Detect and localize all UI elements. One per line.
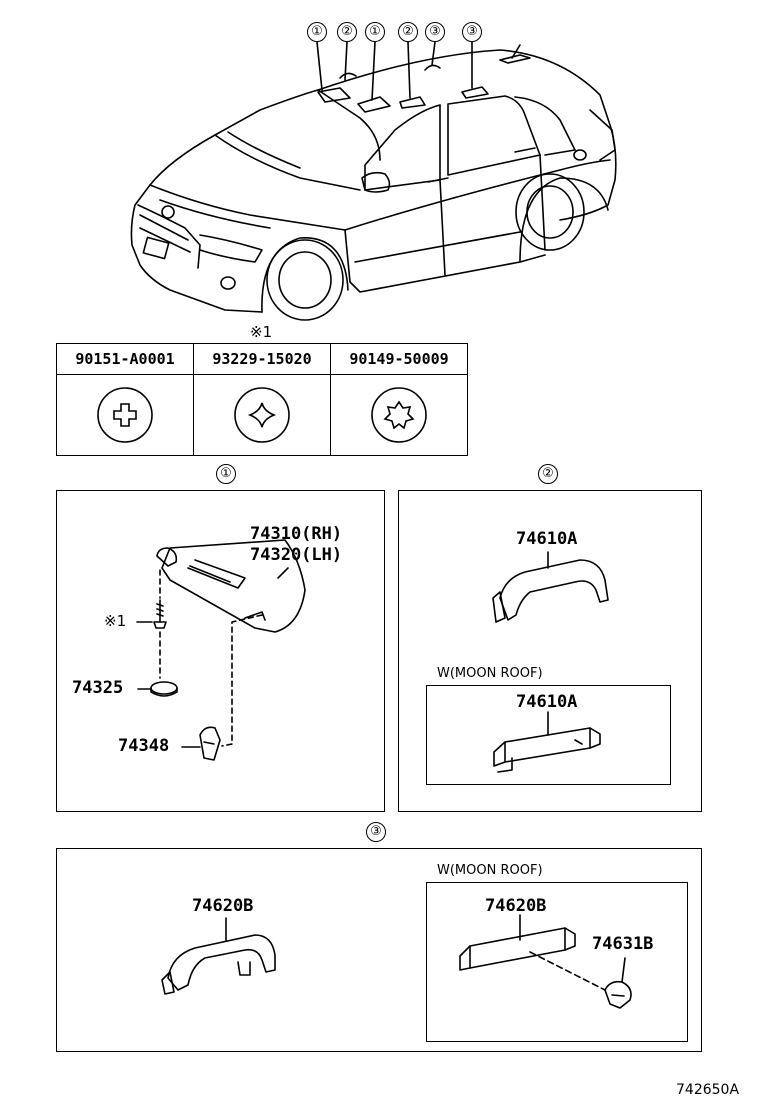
clip-74631b-part-number: 74631B (592, 934, 654, 954)
diagram-id: 742650A (676, 1082, 740, 1098)
section1-hardware-drawing (136, 569, 263, 761)
section-2-marker: ② (538, 464, 558, 484)
section-3-moon-roof-panel (426, 882, 688, 1042)
holder-part-number: 74348 (118, 736, 170, 756)
moon-roof-grip-74610a-part-number: 74610A (516, 692, 578, 712)
vehicle-illustration (130, 41, 617, 321)
car-callout-3b: ③ (462, 22, 482, 42)
section-1-marker: ① (216, 464, 236, 484)
section-3-marker: ③ (366, 822, 386, 842)
moon-roof-grip-74620b-part-number: 74620B (485, 896, 547, 916)
phillips-screw-head-icon (56, 374, 194, 456)
screw-part-number-1: 90151-A0001 (56, 343, 194, 375)
visor-rh-part-number: 74310(RH) (250, 524, 343, 544)
grip-74610a-part-number: 74610A (516, 529, 578, 549)
torx-screw-head-icon (330, 374, 468, 456)
screw-part-number-3: 90149-50009 (330, 343, 468, 375)
screw-part-number-2: 93229-15020 (193, 343, 331, 375)
section-3-moon-roof-label: W(MOON ROOF) (437, 863, 543, 878)
car-callout-1a: ① (307, 22, 327, 42)
section-2-moon-roof-panel (426, 685, 671, 785)
visor-lh-part-number: 74320(LH) (250, 545, 343, 565)
section-2-panel (398, 490, 702, 812)
section-2-moon-roof-label: W(MOON ROOF) (437, 666, 543, 681)
grip-74620b-part-number: 74620B (192, 896, 254, 916)
car-callout-3a: ③ (425, 22, 445, 42)
car-callout-1b: ① (365, 22, 385, 42)
assist-grip-74610a-drawing (492, 551, 609, 623)
washer-part-number: 74325 (72, 678, 124, 698)
section-3-panel (56, 848, 702, 1052)
clip-74631b-drawing (604, 957, 632, 1009)
section-1-panel (56, 490, 385, 812)
assist-grip-moonroof-74610a-drawing (493, 711, 601, 773)
star-screw-head-icon (193, 374, 331, 456)
sun-visor-drawing (156, 539, 306, 633)
assist-grip-74620b-drawing (161, 917, 276, 995)
car-callout-2b: ② (398, 22, 418, 42)
screw-note-marker: ※1 (104, 612, 127, 630)
screw-table-note: ※1 (250, 323, 273, 341)
screw-head-table: 90151-A0001 93229-15020 90149-50009 (56, 343, 468, 456)
assist-grip-moonroof-74620b-drawing (459, 914, 606, 991)
car-callout-2a: ② (337, 22, 357, 42)
